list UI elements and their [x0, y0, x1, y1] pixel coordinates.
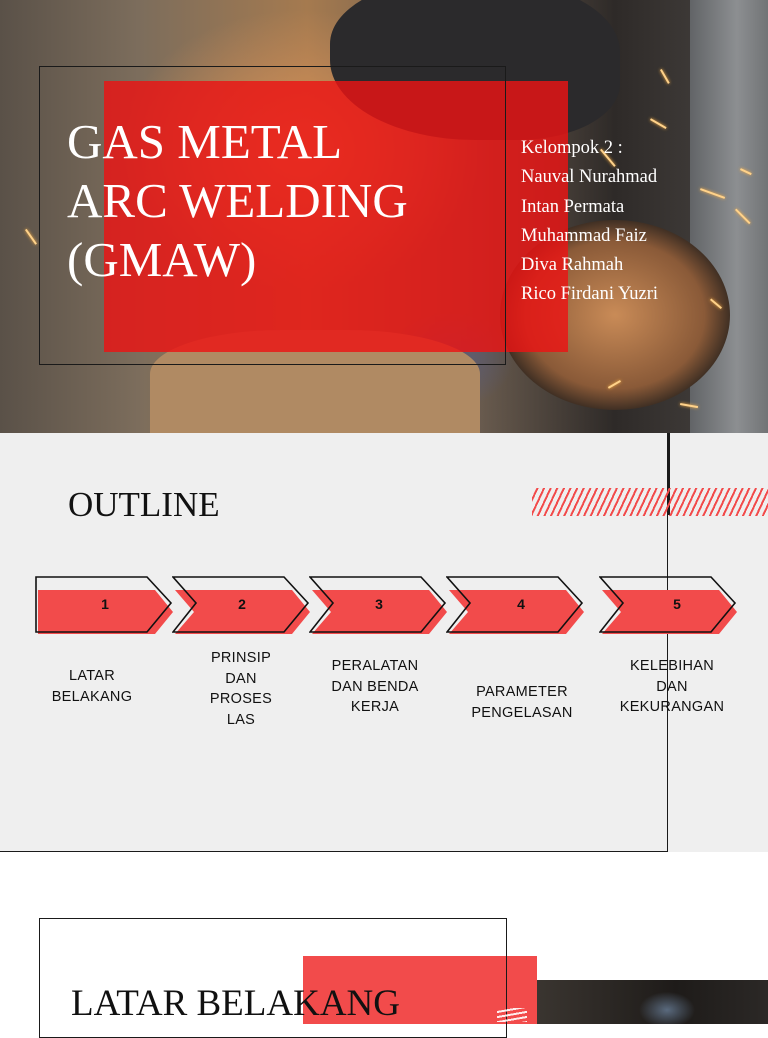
label-line: PERALATAN	[331, 658, 419, 674]
step-2-label[interactable]: PRINSIP DAN PROSES LAS	[181, 648, 301, 730]
member-name: Nauval Nurahmad	[521, 167, 658, 188]
step-1-chevron[interactable]	[35, 576, 185, 634]
title-frame	[39, 66, 506, 365]
label-line: KELEBIHAN	[629, 658, 715, 674]
slide-title[interactable]: GAS METAL ARC WELDING (GMAW)	[67, 112, 487, 289]
step-3-chevron[interactable]	[309, 576, 459, 634]
step-4-label[interactable]: PARAMETER PENGELASAN	[452, 682, 592, 723]
welding-photo	[537, 980, 768, 1024]
label-line: PRINSIP	[210, 650, 272, 666]
label-line: DAN	[225, 670, 257, 687]
label-line: BELAKANG	[51, 688, 133, 705]
step-1-label[interactable]: LATAR BELAKANG	[32, 666, 152, 707]
step-2-chevron[interactable]	[172, 576, 322, 634]
title-line: GAS METAL	[67, 114, 343, 169]
outline-title[interactable]: OUTLINE	[68, 485, 220, 524]
step-5-number: 5	[673, 596, 681, 612]
label-line: KERJA	[350, 699, 400, 715]
decorative-hatch-small	[497, 1008, 527, 1022]
step-1-number: 1	[101, 596, 109, 612]
group-label: Kelompok 2 :	[521, 138, 623, 158]
decorative-hatch	[532, 488, 768, 516]
step-4-number: 4	[517, 596, 525, 612]
label-line: PROSES	[209, 691, 273, 707]
step-3-number: 3	[375, 596, 383, 612]
label-line: DAN BENDA	[331, 678, 419, 695]
step-3-label[interactable]: PERALATAN DAN BENDA KERJA	[315, 656, 435, 718]
step-4-chevron[interactable]	[446, 576, 596, 634]
group-members[interactable]: Kelompok 2 : Nauval Nurahmad Intan Perma…	[521, 134, 658, 310]
member-name: Rico Firdani Yuzri	[521, 284, 659, 305]
label-line: PARAMETER	[476, 684, 568, 700]
label-line: KEKURANGAN	[619, 699, 725, 715]
background-slide-title[interactable]: LATAR BELAKANG	[71, 983, 400, 1024]
label-line: LATAR	[68, 668, 116, 684]
step-5-chevron[interactable]	[599, 576, 749, 634]
title-line: ARC WELDING	[67, 173, 408, 228]
title-line: (GMAW)	[67, 232, 257, 287]
step-5-label[interactable]: KELEBIHAN DAN KEKURANGAN	[602, 656, 742, 718]
label-line: PENGELASAN	[471, 704, 573, 721]
title-slide[interactable]: GAS METAL ARC WELDING (GMAW) Kelompok 2 …	[0, 0, 768, 433]
label-line: DAN	[656, 678, 688, 695]
member-name: Muhammad Faiz	[521, 225, 647, 246]
step-2-number: 2	[238, 596, 246, 612]
slide-divider-line	[668, 433, 670, 515]
member-name: Intan Permata	[521, 196, 625, 217]
title-red-overlay	[104, 81, 568, 352]
member-name: Diva Rahmah	[521, 255, 624, 276]
label-line: LAS	[226, 711, 256, 728]
